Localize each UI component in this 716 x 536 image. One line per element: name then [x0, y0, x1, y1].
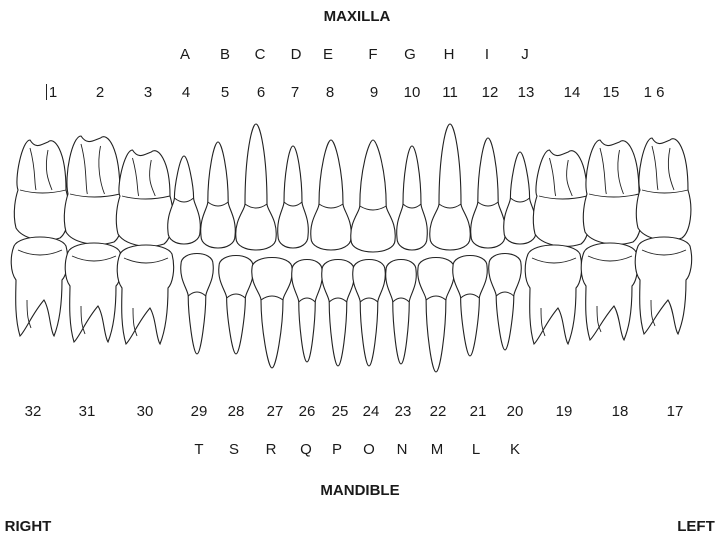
lower-tooth-29 — [181, 254, 214, 355]
lower-tooth-21 — [453, 256, 488, 357]
lower-tooth-27 — [252, 258, 292, 369]
lower-tooth-32 — [11, 237, 67, 336]
upper-tooth-14 — [533, 150, 590, 246]
upper-teeth — [14, 124, 691, 252]
upper-tooth-16 — [636, 138, 691, 240]
lower-tooth-24 — [353, 260, 386, 367]
lower-tooth-18 — [581, 243, 637, 340]
upper-tooth-4 — [168, 156, 201, 244]
lower-tooth-23 — [386, 260, 417, 365]
upper-tooth-8 — [311, 140, 352, 250]
upper-tooth-2 — [64, 136, 123, 244]
lower-tooth-20 — [489, 254, 522, 351]
upper-tooth-15 — [583, 140, 642, 244]
lower-tooth-30 — [117, 245, 173, 344]
lower-tooth-17 — [635, 237, 691, 334]
upper-tooth-5 — [201, 142, 236, 248]
upper-tooth-6 — [236, 124, 276, 250]
lower-teeth — [11, 237, 691, 372]
lower-tooth-19 — [525, 245, 581, 344]
upper-tooth-13 — [504, 152, 537, 244]
upper-tooth-1 — [14, 140, 69, 240]
upper-tooth-12 — [471, 138, 506, 248]
upper-tooth-11 — [430, 124, 470, 250]
lower-tooth-25 — [322, 260, 355, 367]
upper-tooth-9 — [351, 140, 395, 252]
lower-tooth-22 — [418, 258, 455, 373]
lower-tooth-26 — [292, 260, 323, 363]
lower-tooth-28 — [219, 256, 254, 355]
upper-tooth-7 — [278, 146, 309, 248]
upper-tooth-3 — [116, 150, 173, 246]
lower-tooth-31 — [65, 243, 121, 342]
upper-tooth-10 — [397, 146, 428, 250]
